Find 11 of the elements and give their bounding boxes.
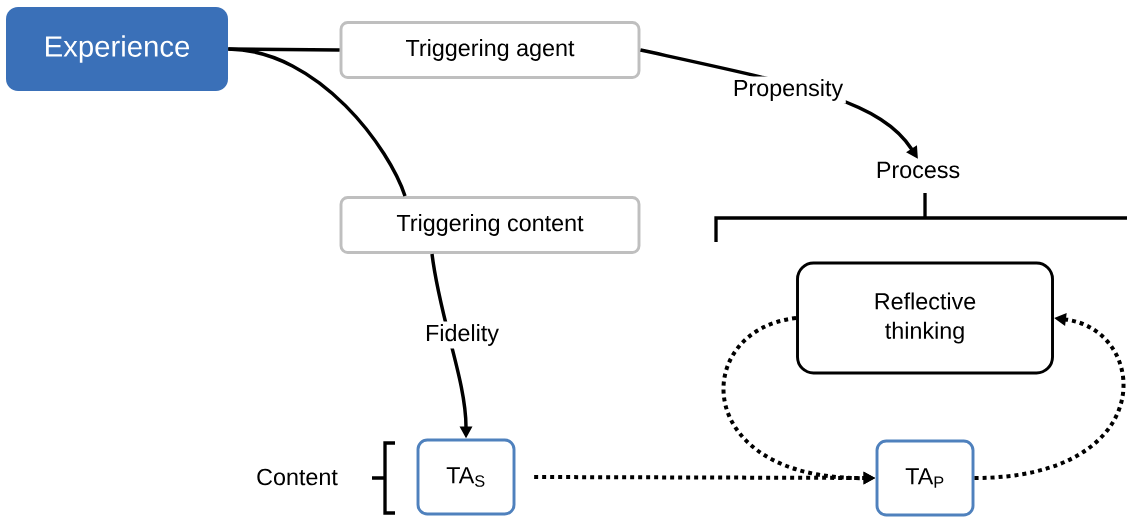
title-box: Experience — [6, 7, 228, 91]
concept-box: Triggering content — [339, 196, 641, 254]
agent-box: TA$_{P}$ — [875, 439, 975, 517]
edge-label: Propensity — [730, 76, 846, 104]
process-label: Process — [873, 159, 963, 181]
side-label: Content — [257, 468, 338, 486]
process-box: Reflective thinking — [796, 261, 1054, 375]
edge-label: Fidelity — [422, 321, 502, 349]
concept-box: Triggering agent — [339, 21, 641, 79]
agent-box: TA$_{S}$ — [416, 438, 516, 516]
arrow — [974, 313, 1126, 480]
